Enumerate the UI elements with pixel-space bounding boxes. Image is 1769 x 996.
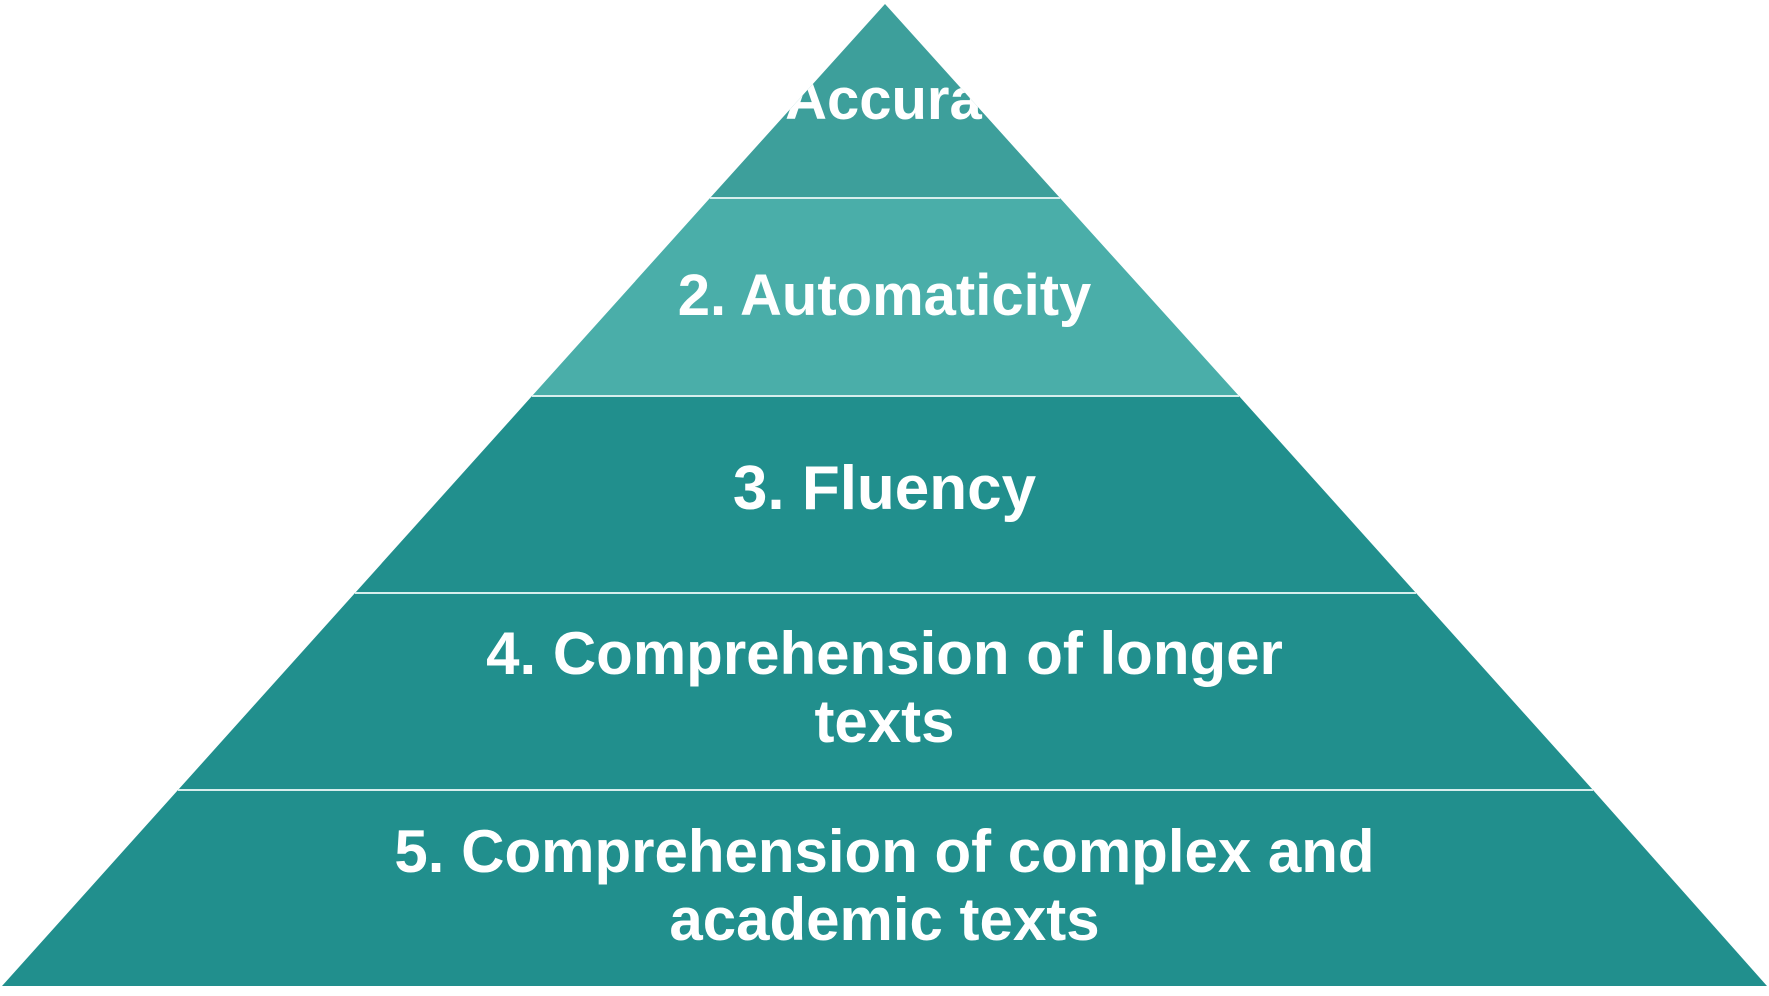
pyramid-tier-3-shape — [355, 396, 1416, 593]
tier-2-label: 2. Automaticity — [0, 262, 1769, 330]
tier-4-label-line-1: 4. Comprehension of longer — [486, 620, 1283, 687]
tier-2-label-line: 2. Automaticity — [677, 263, 1092, 328]
pyramid-tier-4-shape — [178, 593, 1593, 790]
tier-5-label-line-1: 5. Comprehension of complex and — [394, 818, 1375, 885]
tier-3-label-line: 3. Fluency — [732, 454, 1037, 523]
tier-5-label-line-2: academic texts — [669, 886, 1100, 953]
pyramid-tier-2-shape — [532, 198, 1239, 396]
pyramid-tier-1-shape — [710, 4, 1060, 198]
tier-4-label: 4. Comprehension of longer texts — [0, 620, 1769, 756]
tier-3-label: 3. Fluency — [0, 455, 1769, 523]
tier-5-label: 5. Comprehension of complex and academic… — [0, 818, 1769, 954]
pyramid-tier-5-shape — [2, 790, 1767, 986]
tier-4-label-line-2: texts — [814, 688, 955, 755]
